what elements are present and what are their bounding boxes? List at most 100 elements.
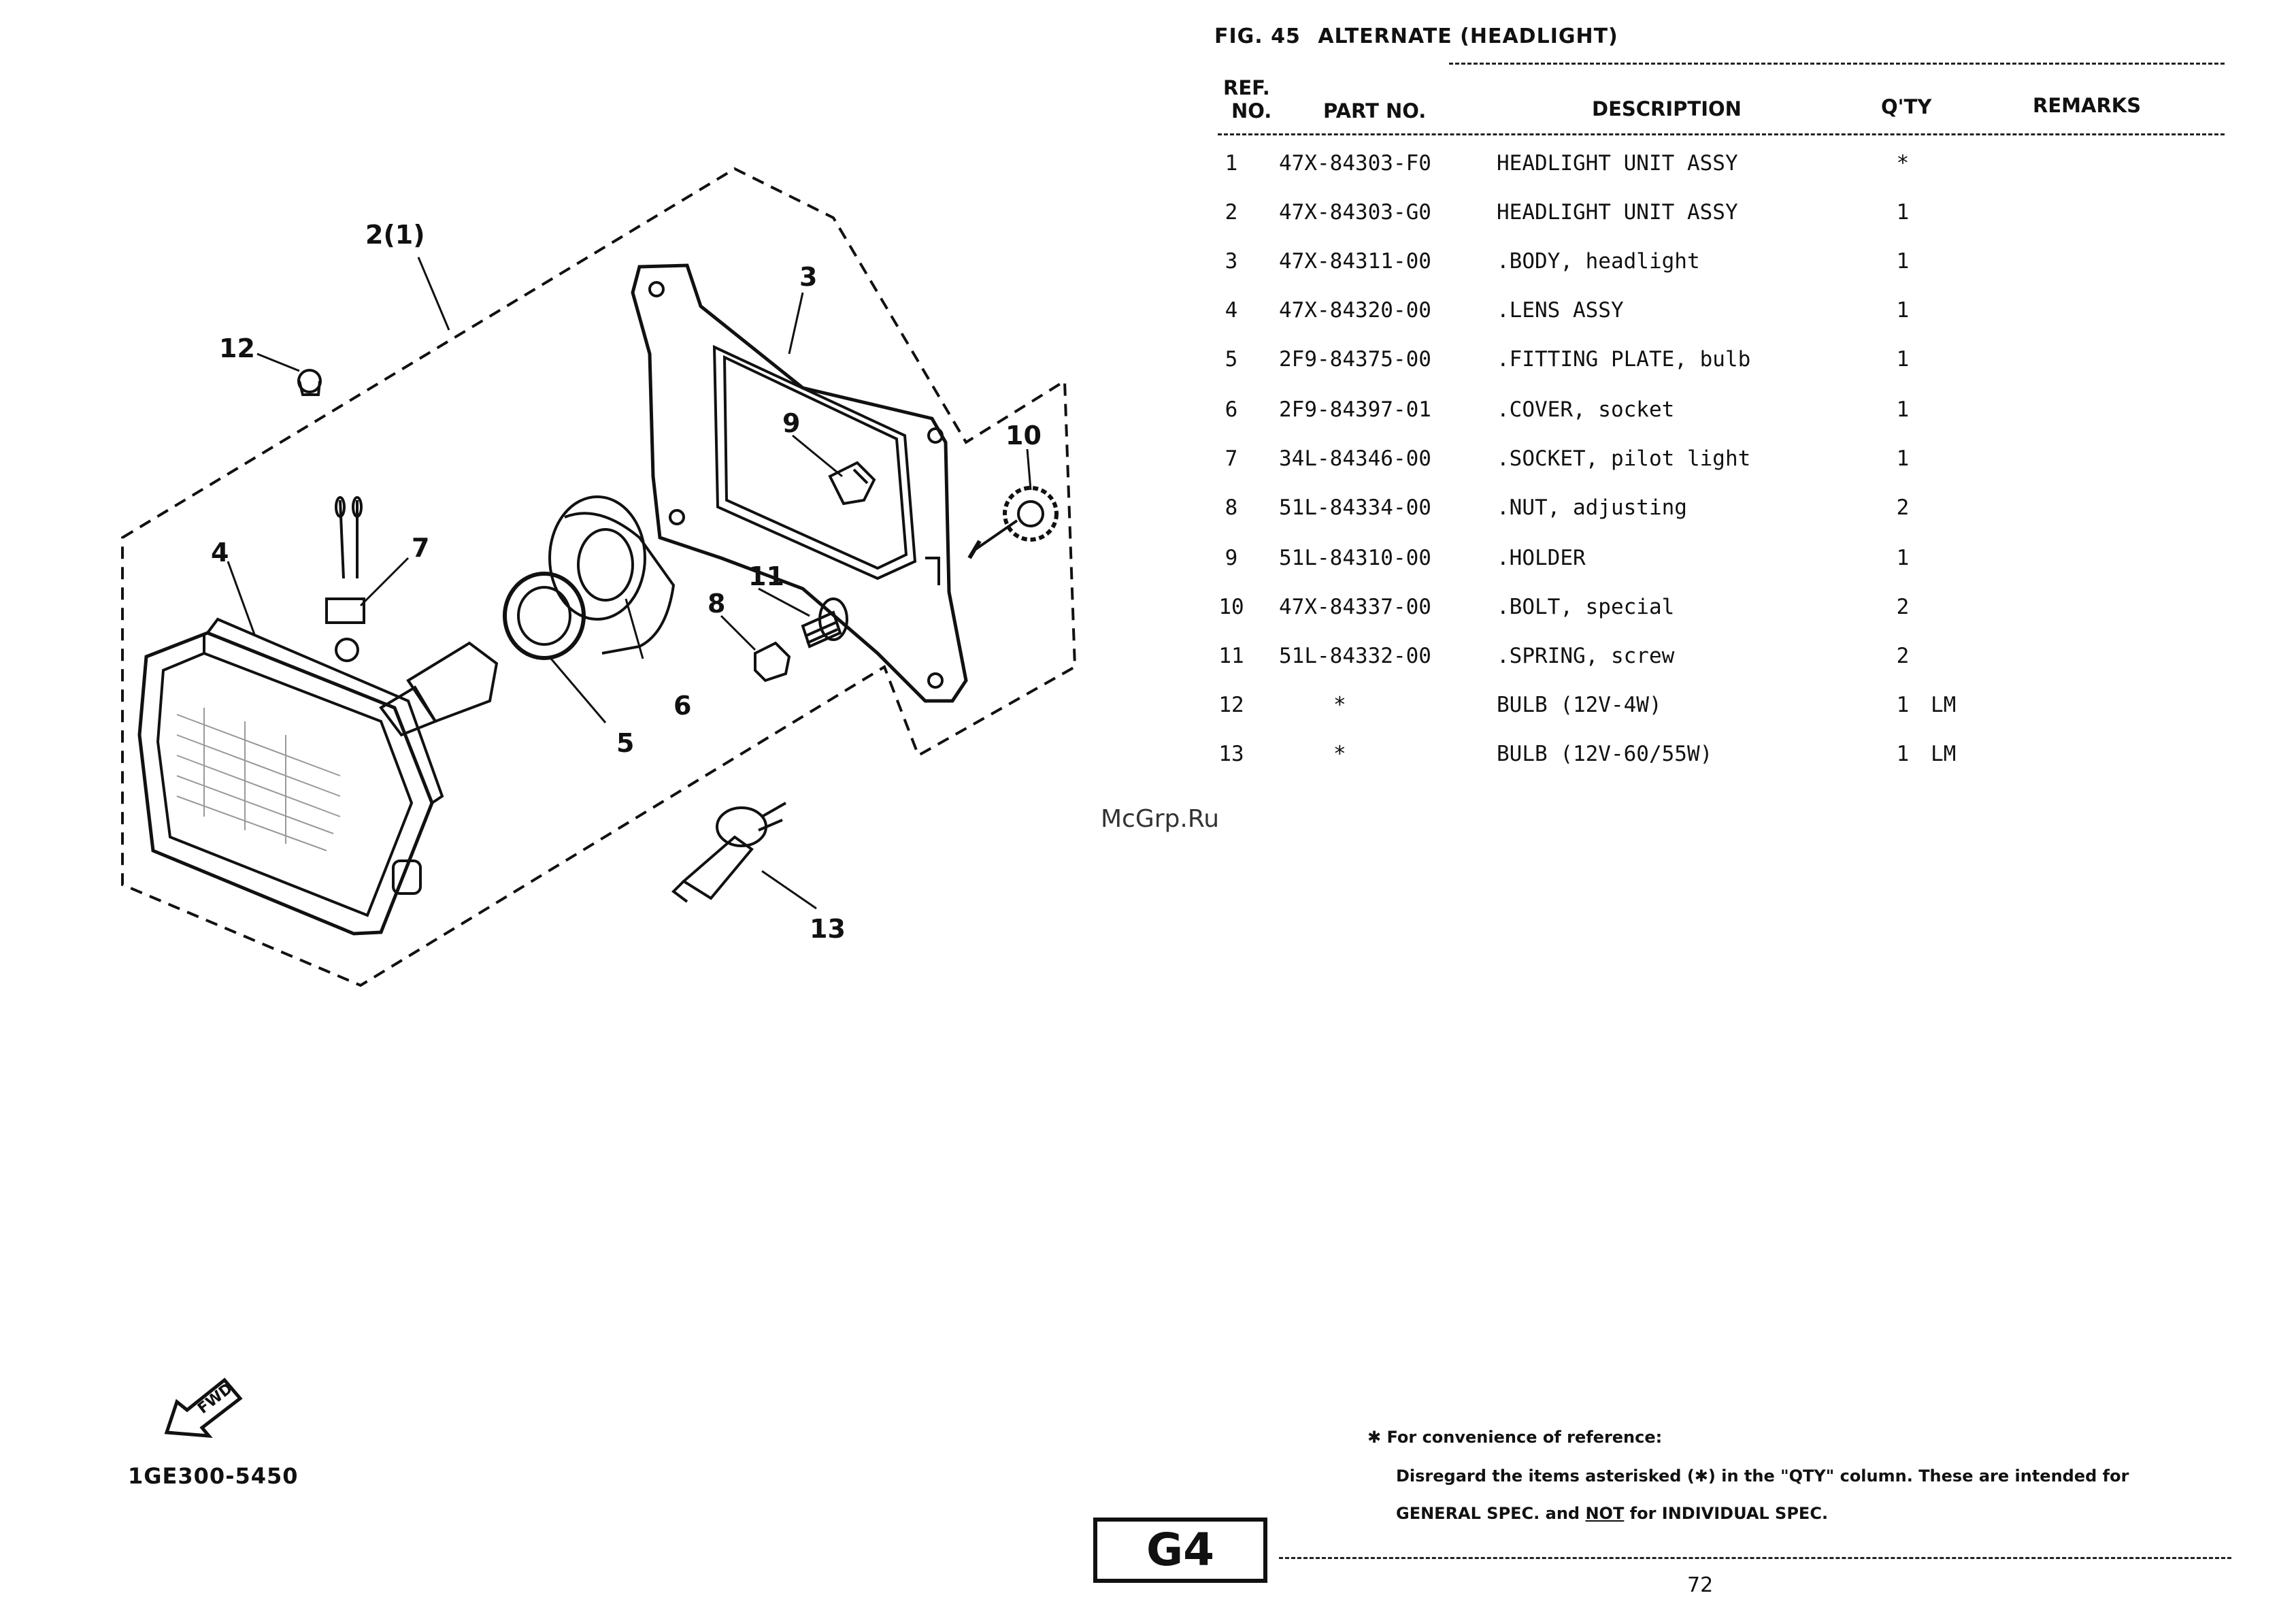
part-no-cell: 47X-84303-G0 [1279,200,1431,225]
ref-cell: 2 [1225,200,1238,225]
callout-11: 11 [748,561,784,591]
part-no-cell: 47X-84320-00 [1279,298,1431,323]
description-cell: .SOCKET, pilot light [1497,446,1751,471]
qty-cell: 1 [1896,249,1910,274]
ref-cell: 4 [1225,298,1238,323]
callout-4: 4 [211,538,229,568]
callout-5: 5 [616,728,635,758]
ref-cell: 8 [1225,495,1238,520]
callout-13: 13 [810,914,846,944]
part-no-cell: 2F9-84397-01 [1279,397,1431,422]
qty-cell: 2 [1896,644,1910,668]
nut-adjusting-drawing [754,641,791,683]
qty-cell: 1 [1896,546,1910,570]
callout-6: 6 [673,691,692,721]
section-badge: G4 [1093,1518,1267,1583]
remarks-cell: LM [1931,693,1957,717]
part-no-cell: 51L-84310-00 [1279,546,1431,570]
description-cell: .FITTING PLATE, bulb [1497,347,1751,372]
bulb-large-drawing [671,802,786,903]
bulb-small-drawing [297,369,322,396]
footer-rule [1279,1557,2231,1559]
leader-lines [227,257,1032,910]
description-cell: .BOLT, special [1497,595,1675,619]
part-no-cell: 51L-84332-00 [1279,644,1431,668]
qty-cell: 1 [1896,446,1910,471]
qty-cell: 1 [1896,693,1910,717]
qty-cell: 1 [1896,200,1910,225]
ref-cell: 1 [1225,151,1238,176]
part-no-cell: 47X-84311-00 [1279,249,1431,274]
watermark: McGrp.Ru [1101,805,1220,833]
ref-cell: 10 [1218,595,1244,619]
description-cell: .HOLDER [1497,546,1586,570]
description-cell: .BODY, headlight [1497,249,1700,274]
callout-7: 7 [412,533,430,563]
qty-cell: 1 [1896,397,1910,422]
callout-2-1: 2(1) [365,220,425,250]
ref-cell: 12 [1218,693,1244,717]
header-rule [1449,63,2225,65]
qty-cell: 1 [1896,298,1910,323]
part-no-cell: 47X-84337-00 [1279,595,1431,619]
assembly-outline [121,167,1077,987]
part-no-cell: 34L-84346-00 [1279,446,1431,471]
ref-cell: 9 [1225,546,1238,570]
description-cell: BULB (12V-4W) [1497,693,1662,717]
ref-cell: 13 [1218,742,1244,766]
page-number: 72 [1687,1573,1714,1597]
footnote-line3: GENERAL SPEC. and NOT for INDIVIDUAL SPE… [1396,1504,1829,1523]
part-no-cell: 51L-84334-00 [1279,495,1431,520]
headlight-bulb-drawing [379,641,499,737]
qty-cell: * [1896,151,1910,176]
socket-pilot-light-drawing [325,496,365,662]
description-cell: BULB (12V-60/55W) [1497,742,1713,766]
footnote-line2: Disregard the items asterisked (✱) in th… [1396,1466,2129,1486]
callout-12: 12 [219,333,255,363]
figure-name: ALTERNATE (HEADLIGHT) [1318,24,1618,48]
column-header-rule [1218,133,2225,135]
ref-cell: 5 [1225,347,1238,372]
description-cell: .SPRING, screw [1497,644,1675,668]
part-no-cell: * [1333,742,1346,766]
description-cell: .LENS ASSY [1497,298,1624,323]
fitting-plate-drawing [503,572,586,660]
ref-cell: 6 [1225,397,1238,422]
description-cell: HEADLIGHT UNIT ASSY [1497,151,1738,176]
qty-cell: 2 [1896,495,1910,520]
part-no-cell: 2F9-84375-00 [1279,347,1431,372]
ref-cell: 7 [1225,446,1238,471]
part-no-cell: 47X-84303-F0 [1279,151,1431,176]
col-part-no: PART NO. [1323,99,1427,122]
callout-10: 10 [1005,421,1042,450]
qty-cell: 2 [1896,595,1910,619]
callout-3: 3 [799,262,818,292]
figure-number: FIG. 45 [1214,24,1301,48]
cover-socket-drawing [548,495,676,655]
col-ref-line2: NO. [1231,99,1272,122]
description-cell: HEADLIGHT UNIT ASSY [1497,200,1738,225]
col-remarks: REMARKS [2033,94,2142,117]
diagram-code: 1GE300-5450 [128,1463,299,1489]
body-headlight-drawing [631,263,968,703]
holder-drawing [828,461,876,506]
part-no-cell: * [1333,693,1346,717]
footnote-line1: ✱ For convenience of reference: [1367,1428,1663,1447]
remarks-cell: LM [1931,742,1957,766]
description-cell: .COVER, socket [1497,397,1675,422]
ref-cell: 3 [1225,249,1238,274]
spring-drawing [801,597,848,649]
fwd-arrow-icon: FWD [164,1377,243,1438]
qty-cell: 1 [1896,742,1910,766]
description-cell: .NUT, adjusting [1497,495,1687,520]
lens-assy-drawing [137,617,444,936]
qty-cell: 1 [1896,347,1910,372]
col-ref-line1: REF. [1223,76,1270,99]
col-description: DESCRIPTION [1592,97,1742,120]
callout-8: 8 [708,589,726,619]
callout-9: 9 [782,408,801,438]
bolt-special-drawing [967,486,1059,559]
footnote-not: NOT [1585,1504,1625,1523]
figure-title: FIG. 45 ALTERNATE (HEADLIGHT) [1214,24,1628,48]
exploded-view-diagram [121,167,1077,987]
